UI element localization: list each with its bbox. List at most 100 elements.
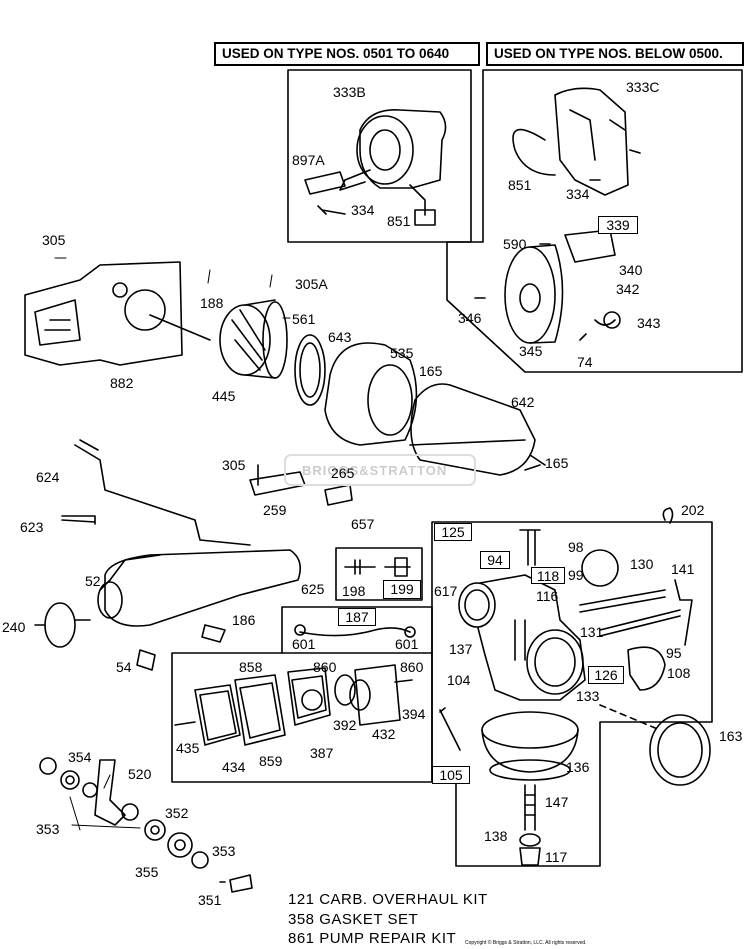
part-label: 333C bbox=[626, 79, 660, 95]
part-label: 95 bbox=[666, 645, 682, 661]
armature-333b bbox=[304, 109, 447, 226]
part-label: 623 bbox=[20, 519, 44, 535]
part-label: 334 bbox=[351, 202, 375, 218]
governor-parts bbox=[39, 757, 253, 893]
copyright-notice: Copyright © Briggs & Stratton, LLC. All … bbox=[465, 940, 587, 946]
kit-number: 121 bbox=[288, 891, 315, 908]
fittings bbox=[294, 557, 416, 638]
part-label: 643 bbox=[328, 329, 352, 345]
part-label-boxed: 126 bbox=[588, 666, 624, 684]
kit-name: CARB. OVERHAUL KIT bbox=[319, 891, 488, 908]
part-label: 343 bbox=[637, 315, 661, 331]
part-label: 163 bbox=[719, 728, 743, 744]
part-label: 851 bbox=[387, 213, 411, 229]
part-label: 657 bbox=[351, 516, 375, 532]
part-label-boxed: 105 bbox=[432, 766, 470, 784]
part-label: 198 bbox=[342, 583, 366, 599]
kit-item: 861 PUMP REPAIR KIT bbox=[288, 930, 456, 947]
part-label: 240 bbox=[2, 619, 26, 635]
part-label: 858 bbox=[239, 659, 263, 675]
part-label: 445 bbox=[212, 388, 236, 404]
part-label: 133 bbox=[576, 688, 600, 704]
watermark-text: BRIGGS&STRATTON bbox=[302, 463, 448, 478]
part-label: 353 bbox=[212, 843, 236, 859]
part-label: 136 bbox=[566, 759, 590, 775]
part-label: 624 bbox=[36, 469, 60, 485]
frame-fittings-box bbox=[335, 547, 423, 601]
part-label-boxed: 118 bbox=[531, 567, 565, 584]
part-label: 860 bbox=[400, 659, 424, 675]
part-label: 98 bbox=[568, 539, 584, 555]
part-label: 355 bbox=[135, 864, 159, 880]
part-label: 535 bbox=[390, 345, 414, 361]
part-label: 590 bbox=[503, 236, 527, 252]
blower-housing-882 bbox=[24, 261, 211, 366]
part-label: 333B bbox=[333, 84, 366, 100]
part-label: 387 bbox=[310, 745, 334, 761]
part-label: 859 bbox=[259, 753, 283, 769]
carburetor bbox=[439, 507, 711, 866]
kit-number: 358 bbox=[288, 911, 315, 928]
part-label: 141 bbox=[671, 561, 695, 577]
air-cleaner bbox=[219, 299, 546, 476]
part-label: 165 bbox=[419, 363, 443, 379]
part-label: 897A bbox=[292, 152, 325, 168]
part-label: 435 bbox=[176, 740, 200, 756]
part-label: 351 bbox=[198, 892, 222, 908]
part-label: 625 bbox=[301, 581, 325, 597]
part-label: 186 bbox=[232, 612, 256, 628]
fuel-pump-parts bbox=[174, 664, 413, 746]
part-label: 346 bbox=[458, 310, 482, 326]
part-label: 434 bbox=[222, 759, 246, 775]
part-label: 74 bbox=[577, 354, 593, 370]
frame-box-right bbox=[446, 69, 743, 373]
part-label: 188 bbox=[200, 295, 224, 311]
part-label: 165 bbox=[545, 455, 569, 471]
part-label: 353 bbox=[36, 821, 60, 837]
part-label: 601 bbox=[395, 636, 419, 652]
part-label: 642 bbox=[511, 394, 535, 410]
part-label-boxed: 187 bbox=[338, 608, 376, 626]
part-label: 305 bbox=[42, 232, 66, 248]
kit-item: 358 GASKET SET bbox=[288, 911, 418, 928]
part-label: 54 bbox=[116, 659, 132, 675]
type-range-header-left: USED ON TYPE NOS. 0501 TO 0640 bbox=[214, 42, 480, 66]
part-label: 137 bbox=[449, 641, 473, 657]
part-label-boxed: 125 bbox=[434, 523, 472, 541]
watermark-plate bbox=[284, 454, 476, 486]
part-label-boxed: 94 bbox=[480, 551, 510, 569]
kit-item: 121 CARB. OVERHAUL KIT bbox=[288, 891, 488, 908]
kit-name: PUMP REPAIR KIT bbox=[319, 930, 457, 947]
flywheel-345 bbox=[474, 229, 621, 344]
part-label: 354 bbox=[68, 749, 92, 765]
part-label: 130 bbox=[630, 556, 654, 572]
part-label: 392 bbox=[333, 717, 357, 733]
kit-name: GASKET SET bbox=[319, 911, 419, 928]
part-label: 352 bbox=[165, 805, 189, 821]
part-label: 259 bbox=[263, 502, 287, 518]
part-label: 432 bbox=[372, 726, 396, 742]
part-label: 561 bbox=[292, 311, 316, 327]
part-label-boxed: 339 bbox=[598, 216, 638, 234]
part-label: 342 bbox=[616, 281, 640, 297]
armature-333c bbox=[512, 87, 641, 196]
part-label: 601 bbox=[292, 636, 316, 652]
frame-line-box bbox=[281, 606, 433, 654]
part-label: 520 bbox=[128, 766, 152, 782]
part-label: 305A bbox=[295, 276, 328, 292]
part-label: 265 bbox=[331, 465, 355, 481]
part-label: 117 bbox=[545, 849, 568, 865]
part-label: 202 bbox=[681, 502, 705, 518]
part-label: 108 bbox=[667, 665, 691, 681]
type-range-header-right: USED ON TYPE NOS. BELOW 0500. bbox=[486, 42, 744, 66]
kit-number: 861 bbox=[288, 930, 315, 947]
part-label: 104 bbox=[447, 672, 471, 688]
part-label: 147 bbox=[545, 794, 569, 810]
part-label: 138 bbox=[484, 828, 508, 844]
part-label-boxed: 199 bbox=[383, 580, 421, 599]
part-label: 882 bbox=[110, 375, 134, 391]
part-label: 52 bbox=[85, 573, 101, 589]
fuel-tank-625 bbox=[34, 549, 301, 671]
part-label: 116 bbox=[536, 588, 559, 604]
